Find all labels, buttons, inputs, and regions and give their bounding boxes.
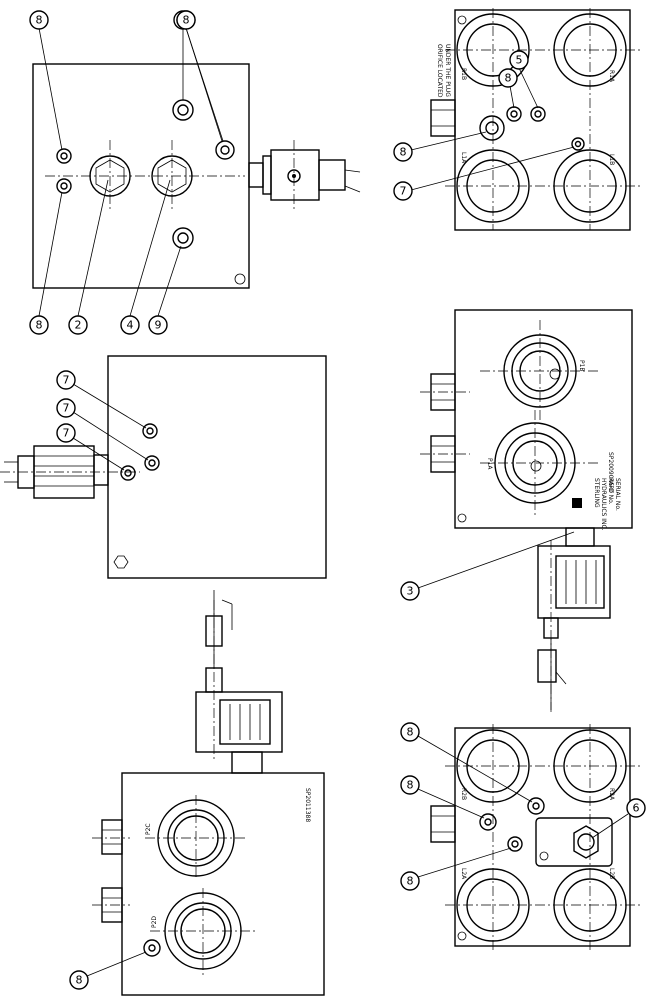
port-label-l2b: L2B [608,868,615,879]
orifice-note-line2: UNDER THE PLUG [444,44,451,97]
port-label-p1a: P1A [486,458,493,470]
callout-8: 8 [407,726,414,739]
port-label-l1b: L1B [608,154,615,165]
view-a-callouts: 8 9 8 8 2 4 9 [29,10,224,335]
view-e-callouts: 3 [400,531,575,601]
view-e-manifold: P1B P1A STERLING HYDRAULICS INC. PART No… [420,309,633,715]
port-label-l2a: L2A [460,868,467,880]
callout-7: 7 [63,427,70,440]
callout-8: 8 [36,319,43,332]
part-number-value: SP2009045-D [607,452,614,493]
view-d-manifold: R1B R1A L1A L1B ORIFICE LOCATED UNDER TH… [430,8,640,231]
callout-2: 2 [75,319,82,332]
callout-8: 8 [407,779,414,792]
callout-8: 8 [183,14,190,27]
view-b-manifold [0,355,327,579]
callout-9: 9 [155,319,162,332]
callout-4: 4 [127,319,134,332]
callout-8: 8 [76,974,83,987]
port-label-r1a: R1A [608,70,615,83]
callout-6: 6 [633,802,640,815]
callout-5: 5 [516,54,523,67]
port-label-r1b: R1B [460,68,467,80]
part-number-label: SP2011388 [304,788,311,822]
callout-8: 8 [400,146,407,159]
company-name-line1: STERLING [593,478,600,508]
callout-8: 8 [505,72,512,85]
port-label-r2a: R2A [608,788,615,801]
part-number-label: PART No. [607,478,614,505]
port-label-r2b: R2B [460,788,467,800]
callout-7: 7 [400,185,407,198]
view-f-manifold: R2B R2A L2A L2B [430,724,640,950]
callout-3: 3 [407,585,414,598]
port-label-p2d: P2D [151,916,158,928]
callout-8: 8 [36,14,43,27]
view-c-callouts: 8 [69,951,147,990]
port-label-p1b: P1B [578,360,585,372]
serial-number-label: SERIAL No. [614,478,621,511]
orifice-note-line1: ORIFICE LOCATED [436,44,443,98]
callout-7: 7 [63,374,70,387]
view-b-callouts: 7 7 7 [56,370,149,471]
callout-7: 7 [63,402,70,415]
view-a-manifold [32,63,361,289]
port-label-p2c: P2C [145,823,152,835]
company-name-line2: HYDRAULICS INC. [600,478,607,531]
port-label-l1a: L1A [460,152,467,164]
view-d-callouts: 5 8 8 7 [393,50,575,201]
callout-8: 8 [407,875,414,888]
view-f-callouts: 8 8 8 6 [400,722,646,891]
view-c-manifold: SP2011388 P2C P2D [92,590,325,996]
